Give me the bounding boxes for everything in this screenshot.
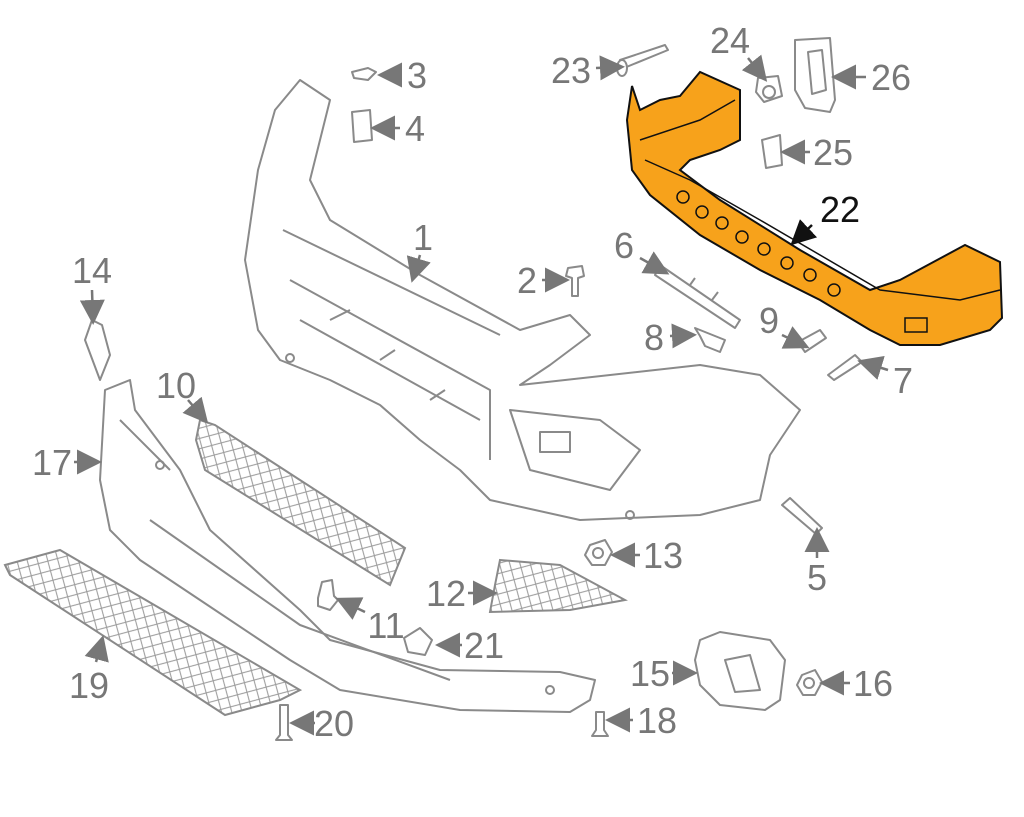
callout-9: 9 bbox=[759, 300, 779, 341]
lower-grille-part-19 bbox=[3, 548, 303, 717]
callout-12: 12 bbox=[426, 573, 466, 614]
push-pin-part-3 bbox=[351, 67, 377, 81]
callout-labels: 1 2 3 4 5 6 7 8 9 10 11 12 13 14 15 16 1… bbox=[32, 20, 913, 744]
callout-21: 21 bbox=[464, 625, 504, 666]
bolt-part-2 bbox=[565, 265, 585, 297]
clip-part-21 bbox=[403, 627, 433, 656]
callout-22: 22 bbox=[820, 189, 860, 230]
bumper-cover-part-1 bbox=[244, 79, 801, 521]
pin-part-20 bbox=[275, 704, 293, 741]
callout-5: 5 bbox=[807, 557, 827, 598]
callout-24: 24 bbox=[710, 20, 750, 61]
callout-10: 10 bbox=[156, 365, 196, 406]
push-pin-part-11 bbox=[317, 579, 339, 611]
trim-part-14 bbox=[84, 319, 111, 381]
callout-13: 13 bbox=[643, 535, 683, 576]
callout-8: 8 bbox=[644, 317, 664, 358]
grille-part-12 bbox=[488, 558, 628, 614]
callout-11: 11 bbox=[367, 605, 404, 646]
clip-part-4 bbox=[351, 109, 373, 143]
callout-25: 25 bbox=[813, 132, 853, 173]
clip-part-25 bbox=[761, 134, 783, 169]
callout-3: 3 bbox=[407, 55, 427, 96]
callout-1: 1 bbox=[413, 217, 433, 258]
bolt-part-23 bbox=[616, 44, 669, 77]
pin-part-18 bbox=[591, 711, 609, 737]
callout-7: 7 bbox=[893, 360, 913, 401]
callout-23: 23 bbox=[551, 50, 591, 91]
fog-bracket-part-15 bbox=[694, 631, 786, 711]
callout-18: 18 bbox=[637, 700, 677, 741]
callout-26: 26 bbox=[871, 57, 911, 98]
pin-part-5 bbox=[781, 497, 823, 535]
callout-14: 14 bbox=[72, 250, 112, 291]
bracket-part-6 bbox=[654, 264, 741, 329]
callout-17: 17 bbox=[32, 442, 72, 483]
bumper-reinforcement-part-22 bbox=[625, 70, 1004, 346]
nut-part-16 bbox=[796, 669, 823, 696]
callout-15: 15 bbox=[630, 653, 670, 694]
callout-19: 19 bbox=[69, 665, 109, 706]
leader-arrows bbox=[74, 54, 889, 736]
callout-2: 2 bbox=[517, 260, 537, 301]
nut-part-24 bbox=[755, 75, 783, 103]
pin-part-9 bbox=[797, 329, 827, 353]
callout-4: 4 bbox=[405, 108, 425, 149]
lower-grille-part-10 bbox=[194, 418, 407, 587]
clip-part-8 bbox=[694, 327, 726, 353]
callout-16: 16 bbox=[853, 663, 893, 704]
lower-valance-part-17 bbox=[99, 379, 596, 713]
callout-20: 20 bbox=[314, 703, 354, 744]
callout-6: 6 bbox=[614, 225, 634, 266]
bolt-part-7 bbox=[827, 354, 863, 381]
bracket-part-26 bbox=[794, 37, 836, 113]
nut-part-13 bbox=[584, 539, 613, 566]
